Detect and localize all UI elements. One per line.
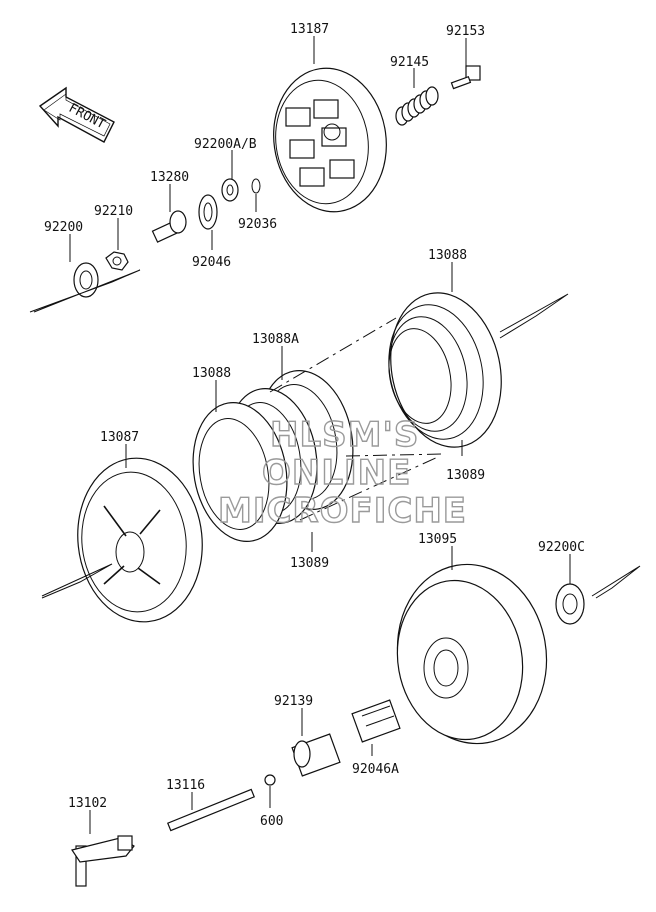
washer-92200ab <box>221 178 239 202</box>
label-13089-right: 13089 <box>446 468 485 483</box>
label-92153: 92153 <box>446 24 485 39</box>
label-92145: 92145 <box>390 55 429 70</box>
needle-bearing-92046a <box>351 699 401 743</box>
label-13088-top: 13088 <box>428 248 467 263</box>
label-92046a: 92046A <box>352 762 399 777</box>
label-92200c: 92200C <box>538 540 585 555</box>
label-13280: 13280 <box>150 170 189 185</box>
axis-line-lower-right <box>591 565 641 599</box>
axis-line-right-upper <box>499 293 569 339</box>
clutch-plate-13088-right <box>388 292 502 448</box>
label-13095: 13095 <box>418 532 457 547</box>
label-13187: 13187 <box>290 22 329 37</box>
label-92200ab: 92200A/B <box>194 137 257 152</box>
alignment-line-1 <box>269 317 397 393</box>
label-13089-mid: 13089 <box>290 556 329 571</box>
clutch-plate-13088-mid <box>192 402 288 542</box>
label-600: 600 <box>260 814 283 829</box>
alignment-line-2 <box>345 453 445 457</box>
label-92139: 92139 <box>274 694 313 709</box>
label-92210: 92210 <box>94 204 133 219</box>
front-arrow-icon: FRONT <box>38 86 115 143</box>
watermark-line-2: ONLINE <box>262 453 411 493</box>
ball-600 <box>264 774 276 786</box>
circlip-92036 <box>251 178 261 194</box>
push-rod-13116 <box>166 788 256 832</box>
bolt-92153 <box>450 65 481 90</box>
clutch-housing-13095 <box>396 563 548 745</box>
label-92046: 92046 <box>192 255 231 270</box>
watermark-line-3: MICROFICHE <box>218 491 467 531</box>
label-92036: 92036 <box>238 217 277 232</box>
washer-92200c <box>555 583 585 625</box>
leader-lines <box>69 36 571 834</box>
watermark-line-1: HLSM'S <box>270 415 419 455</box>
axis-line-lower-left <box>41 563 113 599</box>
release-lever-13102 <box>71 835 135 887</box>
label-13116: 13116 <box>166 778 205 793</box>
label-13102: 13102 <box>68 796 107 811</box>
pressure-plate-13187 <box>273 67 387 213</box>
axis-line-upper-left <box>29 269 141 313</box>
label-13087: 13087 <box>100 430 139 445</box>
nut-92210 <box>105 251 129 271</box>
part-labels: 13187 92153 92145 92200A/B 13280 92210 9… <box>44 22 585 829</box>
clutch-gear-13087 <box>77 457 203 623</box>
bearing-92046 <box>198 194 218 230</box>
sleeve-92139 <box>291 733 341 777</box>
label-13088a: 13088A <box>252 332 299 347</box>
spring-92145 <box>395 86 439 126</box>
label-13088-mid: 13088 <box>192 366 231 381</box>
alignment-line-3 <box>299 455 441 521</box>
watermark: HLSM'S ONLINE MICROFICHE <box>217 414 467 531</box>
pusher-13280 <box>151 210 187 243</box>
label-92200: 92200 <box>44 220 83 235</box>
